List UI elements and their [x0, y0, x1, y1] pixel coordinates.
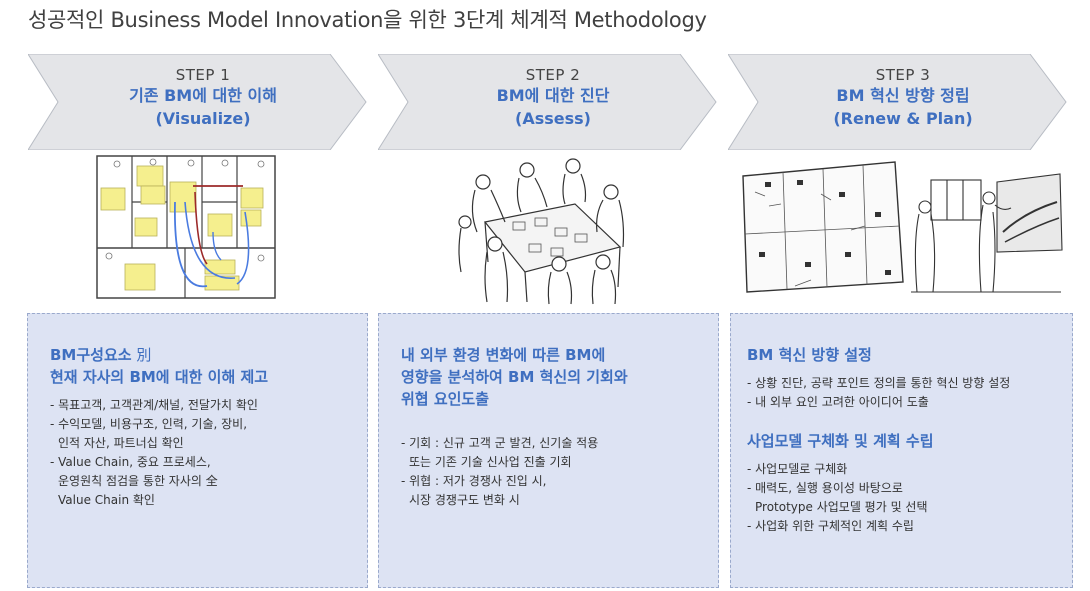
step-title: BM 혁신 방향 정립: [836, 86, 970, 105]
step-subtitle: (Renew & Plan): [833, 109, 973, 128]
panel-list: - 상황 진단, 공략 포인트 정의를 통한 혁신 방향 설정 - 내 외부 요…: [747, 374, 1072, 412]
list-item: 시장 경쟁구도 변화 시: [409, 493, 520, 507]
list-item: 운영원칙 점검을 통한 자사의 全: [58, 474, 218, 488]
panel-heading: 내 외부 환경 변화에 따른 BM에: [401, 346, 606, 364]
list-item: Prototype 사업모델 평가 및 선택: [755, 500, 928, 514]
panel-heading-line-3: 위협 요인도출: [401, 390, 490, 408]
panel-heading-suffix: 別: [131, 346, 152, 364]
team-assess-illustration: [455, 152, 635, 311]
step-subtitle: (Assess): [515, 109, 591, 128]
panel-heading: BM구성요소 別: [50, 344, 367, 366]
panel-heading-bold: BM구성요소: [50, 346, 132, 364]
chevron-shape: [728, 54, 1067, 150]
list-item: - 사업화 위한 구체적인 계획 수립: [747, 519, 914, 533]
list-item: - 내 외부 요인 고려한 아이디어 도출: [747, 395, 929, 409]
step-2-panel: 내 외부 환경 변화에 따른 BM에 영향을 분석하여 BM 혁신의 기회와 위…: [378, 313, 719, 588]
panel-heading-2: 사업모델 구체화 및 계획 수립: [747, 432, 934, 450]
list-item: - Value Chain, 중요 프로세스,: [50, 455, 211, 469]
list-item: Value Chain 확인: [58, 493, 155, 507]
panel-list: - 기회 : 신규 고객 군 발견, 신기술 적용 또는 기존 기술 신사업 진…: [401, 434, 718, 510]
panel-heading-line-2: 현재 자사의 BM에 대한 이해 제고: [50, 368, 269, 386]
list-item: 또는 기존 기술 신사업 진출 기회: [409, 455, 572, 469]
panel-list-2: - 사업모델로 구체화 - 매력도, 실행 용이성 바탕으로 Prototype…: [747, 460, 1072, 536]
list-item: - 매력도, 실행 용이성 바탕으로: [747, 481, 903, 495]
step-subtitle: (Visualize): [155, 109, 251, 128]
panel-list: - 목표고객, 고객관계/채널, 전달가치 확인 - 수익모델, 비용구조, 인…: [50, 396, 367, 510]
step-3-panel: BM 혁신 방향 설정 - 상황 진단, 공략 포인트 정의를 통한 혁신 방향…: [730, 313, 1073, 588]
list-item: - 위협 : 저가 경쟁사 진입 시,: [401, 474, 547, 488]
step-3-chevron: STEP 3 BM 혁신 방향 정립 (Renew & Plan): [728, 54, 1088, 150]
step-1-panel: BM구성요소 別 현재 자사의 BM에 대한 이해 제고 - 목표고객, 고객관…: [27, 313, 368, 588]
list-item: - 상황 진단, 공략 포인트 정의를 통한 혁신 방향 설정: [747, 376, 1011, 390]
list-item: - 사업모델로 구체화: [747, 462, 848, 476]
chevron-shape: [28, 54, 367, 150]
step-label: STEP 2: [525, 66, 581, 84]
step-label: STEP 3: [875, 66, 931, 84]
renew-plan-illustration: [735, 152, 1065, 306]
panel-heading: BM 혁신 방향 설정: [747, 346, 872, 364]
page-title: 성공적인 Business Model Innovation을 위한 3단계 체…: [28, 8, 707, 32]
step-title: 기존 BM에 대한 이해: [129, 86, 277, 105]
list-item: - 목표고객, 고객관계/채널, 전달가치 확인: [50, 398, 258, 412]
step-2-chevron: STEP 2 BM에 대한 진단 (Assess): [378, 54, 738, 150]
panel-heading-line-2: 영향을 분석하여 BM 혁신의 기회와: [401, 368, 628, 386]
list-item: - 기회 : 신규 고객 군 발견, 신기술 적용: [401, 436, 599, 450]
step-title: BM에 대한 진단: [496, 86, 610, 105]
bm-canvas-illustration: [95, 152, 280, 306]
chevron-shape: [378, 54, 717, 150]
step-label: STEP 1: [175, 66, 231, 84]
step-1-chevron: STEP 1 기존 BM에 대한 이해 (Visualize): [28, 54, 388, 150]
list-item: - 수익모델, 비용구조, 인력, 기술, 장비,: [50, 417, 248, 431]
list-item: 인적 자산, 파트너십 확인: [58, 436, 184, 450]
